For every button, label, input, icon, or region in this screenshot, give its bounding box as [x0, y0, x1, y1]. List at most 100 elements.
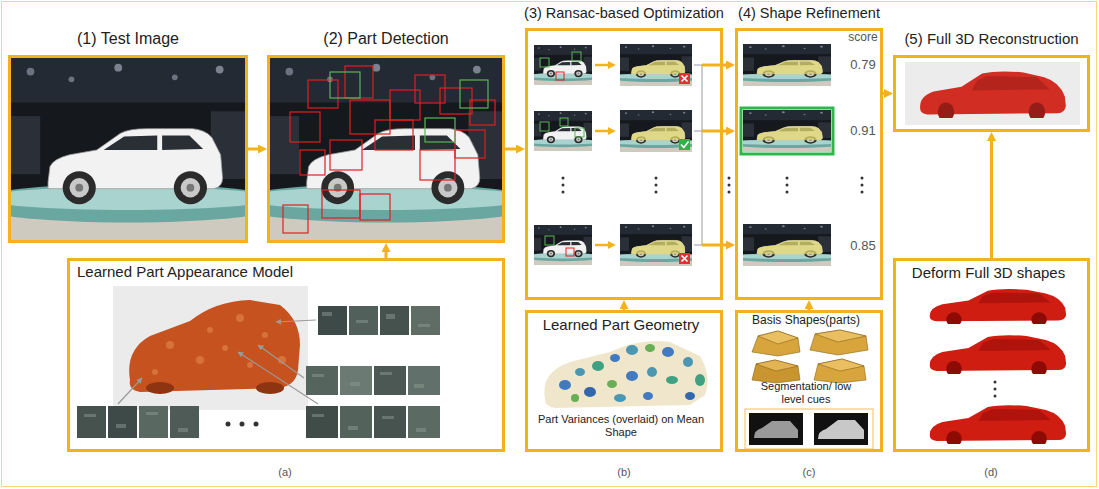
panel-letter: (b)	[609, 466, 639, 479]
ransac-thumbnails-part	[523, 111, 603, 151]
reject-mark-part	[679, 253, 690, 264]
detection-photo-part-part	[375, 120, 413, 150]
texture-patches-part	[340, 366, 372, 395]
ellipsis-dots-part	[562, 177, 565, 180]
detection-photo-part-part	[455, 130, 485, 158]
appearance-mesh-part	[129, 300, 300, 392]
leader-line-part	[276, 320, 316, 322]
basis-shapes-part	[752, 331, 800, 356]
basis-shapes-part	[752, 360, 800, 383]
panel-title: Deform Full 3D shapes	[893, 264, 1084, 282]
texture-patches-part-part	[312, 374, 324, 377]
basis-shapes-part	[814, 359, 866, 383]
segmentation-cues-part	[745, 409, 873, 449]
bracket-arrow-stub	[702, 65, 723, 245]
texture-patches-part-part	[312, 414, 324, 417]
detection-photo-part-part	[425, 118, 455, 142]
ellipsis-dots-part	[861, 191, 864, 194]
reject-mark-part	[682, 256, 688, 262]
appearance-mesh-part	[113, 286, 308, 410]
ransac-thumbnails-part-part	[540, 122, 549, 131]
texture-patches-part-part	[240, 422, 245, 427]
texture-patches-part	[170, 406, 199, 438]
mean-shape-part-part	[666, 376, 678, 384]
bracket-arrow-stub-part	[702, 130, 723, 133]
deformable-shapes-part	[930, 405, 1066, 447]
ellipsis-dots-part	[562, 191, 565, 194]
flow-arrow	[990, 137, 993, 258]
texture-patches-part	[340, 406, 372, 438]
texture-patches-part-part	[178, 428, 188, 432]
flow-arrow	[248, 148, 262, 151]
texture-patches-part	[84, 312, 430, 432]
mean-shape-part-part	[645, 344, 655, 352]
basis-shapes-part	[758, 331, 798, 344]
ellipsis-dots-part	[786, 177, 789, 180]
detection-photo-part	[227, 58, 546, 240]
deformable-shapes	[930, 289, 1066, 447]
appearance-mesh-part	[256, 382, 284, 394]
panel-caption: Segmentation/ low level cues	[756, 380, 856, 406]
ransac-thumbnails-part	[607, 224, 706, 266]
refinement-thumbnails-part	[727, 44, 848, 86]
mean-shape-part-part	[614, 394, 626, 402]
detection-photo-part-part	[308, 80, 338, 108]
inner-arrow-part	[595, 130, 611, 133]
panel-heading: (1) Test Image	[8, 29, 248, 48]
ellipsis-dots-part	[786, 184, 789, 187]
basis-shapes	[752, 330, 868, 383]
mean-shape-part	[559, 344, 705, 402]
mean-shape-part-part	[626, 371, 638, 381]
segmentation-cues-part	[814, 413, 868, 445]
ellipsis-dots-part	[786, 191, 789, 194]
texture-patches-part-part	[416, 428, 426, 432]
detection-photo-part-part	[470, 100, 495, 125]
refinement-thumbnails-part	[727, 110, 848, 152]
refinement-thumbnails	[727, 44, 848, 266]
mean-shape-part-part	[643, 392, 653, 400]
texture-patches-part-part	[380, 372, 392, 375]
texture-patches-part	[306, 366, 338, 395]
ransac-thumbnails-part	[540, 52, 584, 256]
appearance-mesh-part	[152, 314, 286, 375]
mean-shape	[544, 341, 707, 408]
texture-patches-part-part	[386, 314, 395, 319]
segmentation-cues-part	[818, 420, 864, 439]
appearance-mesh-part-part	[262, 332, 268, 338]
ellipsis-dots-part	[728, 177, 731, 180]
score-value: 0.79	[846, 57, 880, 73]
appearance-mesh-part-part	[166, 341, 174, 349]
leader-line-part	[258, 345, 304, 378]
ellipsis-dots-part	[655, 184, 658, 187]
refinement-thumbnails-part	[741, 108, 833, 154]
ellipsis-dots-part	[562, 184, 565, 187]
panel-title: Basis Shapes(parts)	[735, 313, 877, 327]
panel-heading: (3) Ransac-based Optimization	[515, 5, 733, 22]
detection-photo-part	[283, 66, 495, 233]
ransac-thumbnails-part	[607, 44, 706, 86]
detection-photo-part-part	[360, 194, 390, 220]
ransac-thumbnails-part	[607, 110, 706, 152]
ransac-thumbnails	[523, 44, 723, 266]
mean-shape-part-part	[647, 367, 657, 377]
mean-shape-part-part	[607, 380, 617, 388]
ransac-thumbnails-part	[523, 45, 603, 85]
flow-arrow	[723, 130, 730, 133]
mean-shape-part-part	[662, 347, 674, 357]
panel-heading: (5) Full 3D Reconstruction	[889, 30, 1094, 48]
mean-shape-part	[544, 341, 707, 408]
leader-line-part	[238, 352, 318, 404]
reconstruction-model-part	[905, 62, 1080, 125]
detection-photo-part-part	[420, 150, 455, 180]
detection-photo-part-part	[350, 100, 390, 134]
ellipsis-dots-part	[655, 191, 658, 194]
inner-arrow-part	[595, 244, 611, 247]
ellipsis-dots-part	[861, 184, 864, 187]
texture-patches-part-part	[84, 414, 96, 417]
photo-panel: (2) Part Detection	[267, 55, 505, 243]
flow-arrow	[723, 64, 730, 67]
deformable-shapes-part-part	[994, 395, 997, 398]
appearance-mesh	[113, 286, 308, 410]
texture-patches-part-part	[226, 422, 231, 427]
